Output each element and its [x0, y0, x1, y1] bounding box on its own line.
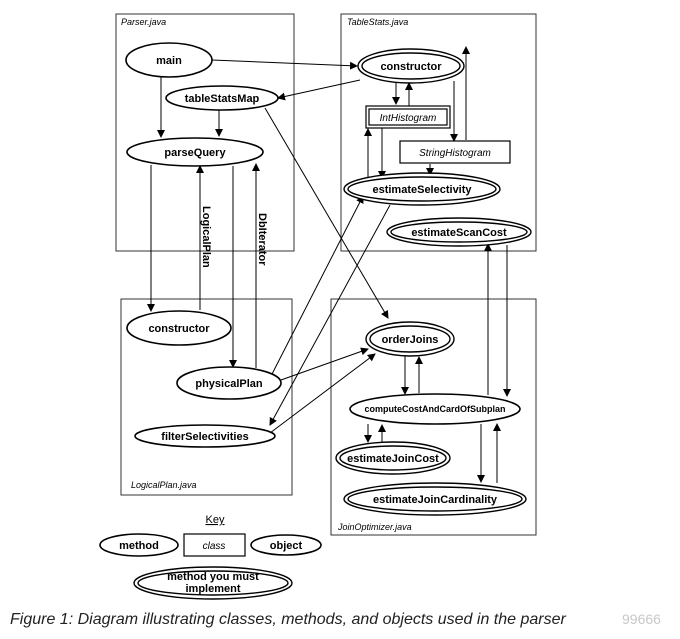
svg-text:method: method [119, 540, 159, 552]
node-lp-constructor: constructor [126, 310, 232, 346]
node-ts-stringhistogram: StringHistogram [399, 140, 511, 164]
parser-file-label: Parser.java [121, 17, 166, 27]
key-title: Key [206, 514, 225, 526]
tablestats-file-label: TableStats.java [347, 17, 408, 27]
edge-physicalplan-to-estimateselectivity [269, 195, 364, 379]
svg-text:estimateJoinCost: estimateJoinCost [347, 453, 439, 465]
node-parser-main: main [125, 42, 213, 78]
svg-text:StringHistogram: StringHistogram [419, 148, 491, 159]
logicalplan-file-label: LogicalPlan.java [131, 480, 197, 490]
edges [147, 46, 511, 483]
joinoptimizer-class-box: JoinOptimizer.java [330, 298, 537, 536]
node-jo-orderjoins: orderJoins [365, 321, 455, 357]
node-lp-filterselectivities: filterSelectivities [134, 424, 276, 448]
figure-caption: Figure 1: Diagram illustrating classes, … [10, 611, 567, 628]
svg-text:estimateSelectivity: estimateSelectivity [372, 184, 472, 196]
svg-text:constructor: constructor [380, 61, 442, 73]
edge-estimateselectivity-to-filterselectivities [269, 204, 391, 426]
node-ts-estimateselectivity: estimateSelectivity [343, 172, 501, 206]
svg-text:implement: implement [185, 583, 240, 595]
watermark: 99666 [622, 611, 661, 627]
node-jo-estimatejoincost: estimateJoinCost [335, 441, 451, 475]
node-ts-inthistogram: IntHistogram [365, 105, 451, 129]
key-method-you-must-implement: method you must implement [133, 566, 293, 600]
svg-text:IntHistogram: IntHistogram [380, 113, 437, 124]
svg-text:orderJoins: orderJoins [382, 334, 439, 346]
node-ts-estimatescancost: estimateScanCost [386, 217, 532, 247]
key-method: method [99, 533, 179, 557]
svg-text:parseQuery: parseQuery [164, 147, 226, 159]
logicalplan-class-box: LogicalPlan.java [120, 298, 293, 496]
svg-text:estimateScanCost: estimateScanCost [411, 227, 507, 239]
edge-label-logicalplan: LogicalPlan [200, 206, 212, 268]
parser-class-box: Parser.java [115, 13, 295, 252]
svg-text:method you must: method you must [167, 571, 259, 583]
svg-text:computeCostAndCardOfSubplan: computeCostAndCardOfSubplan [365, 404, 506, 414]
node-parser-parsequery: parseQuery [126, 137, 264, 167]
node-lp-physicalplan: physicalPlan [176, 366, 282, 400]
edge-ts-constructor-to-tablestatsmap [277, 79, 361, 101]
svg-text:main: main [156, 55, 182, 67]
svg-text:class: class [203, 541, 226, 552]
joinoptimizer-file-label: JoinOptimizer.java [337, 522, 412, 532]
edge-main-to-ts-constructor [211, 59, 358, 70]
node-parser-tablestatsmap: tableStatsMap [165, 85, 279, 111]
edge-label-dbiterator: DbIterator [256, 213, 268, 266]
tablestats-class-box: TableStats.java [340, 13, 537, 252]
edge-tablestatsmap-to-orderjoins [264, 107, 389, 319]
svg-text:object: object [270, 540, 303, 552]
svg-text:estimateJoinCardinality: estimateJoinCardinality [373, 494, 498, 506]
edge-filterselectivities-to-orderjoins [269, 353, 376, 434]
key-class: class [183, 533, 246, 557]
node-jo-estimatejoincardinality: estimateJoinCardinality [343, 482, 527, 516]
node-ts-constructor: constructor [357, 48, 465, 84]
svg-text:constructor: constructor [148, 323, 210, 335]
svg-text:tableStatsMap: tableStatsMap [185, 93, 260, 105]
key-object: object [250, 534, 322, 556]
key-legend: Key method class object method you must … [99, 514, 322, 600]
node-jo-computecost: computeCostAndCardOfSubplan [349, 393, 521, 425]
svg-text:filterSelectivities: filterSelectivities [161, 431, 248, 443]
edge-physicalplan-to-orderjoins [280, 347, 369, 381]
svg-text:physicalPlan: physicalPlan [195, 378, 263, 390]
